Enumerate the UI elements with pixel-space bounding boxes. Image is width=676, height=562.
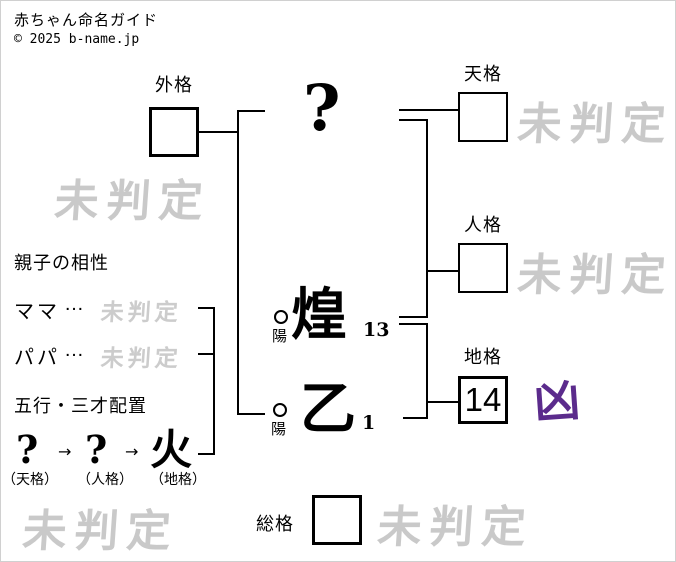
papa-dots: … bbox=[64, 339, 84, 361]
char1-inyo-label: 陽 bbox=[272, 328, 288, 345]
bottom-left-status-watermark: 未判定 bbox=[20, 506, 181, 557]
connector-to-chikaku-box bbox=[426, 401, 460, 403]
jinkaku-value-box bbox=[458, 243, 508, 293]
arrow-right-icon: → bbox=[58, 442, 72, 461]
given-char-1: 煌 bbox=[291, 282, 347, 348]
yang-circle-icon bbox=[273, 403, 287, 417]
connector-outer-to-surname bbox=[237, 110, 265, 112]
tenkaku-value-box bbox=[458, 92, 508, 142]
connector-gaikaku-box bbox=[197, 131, 239, 133]
compatibility-heading: 親子の相性 bbox=[14, 253, 109, 273]
connector-outer-to-char2 bbox=[237, 413, 265, 415]
mama-status: 未判定 bbox=[99, 299, 183, 326]
connector-char1-lower-tick bbox=[399, 323, 428, 325]
bracket-compatibility-vertical bbox=[213, 307, 215, 455]
given-char-2-strokes: 1 bbox=[362, 412, 376, 434]
jinkaku-label: 人格 bbox=[464, 215, 502, 235]
arrow-right-icon: → bbox=[125, 442, 139, 461]
connector-jinkaku-vertical bbox=[426, 119, 428, 318]
tenkaku-status-watermark: 未判定 bbox=[515, 99, 676, 150]
gogyo-paren-jinkaku: （人格） bbox=[77, 471, 133, 487]
gogyo-heading: 五行・三才配置 bbox=[14, 396, 147, 416]
soukaku-value-box bbox=[312, 495, 362, 545]
gaikaku-value-box bbox=[149, 107, 199, 157]
soukaku-label: 総格 bbox=[256, 514, 294, 534]
bracket-gogyo-tick bbox=[198, 453, 215, 455]
gaikaku-status-watermark: 未判定 bbox=[52, 176, 213, 227]
gogyo-element-chi: 火 bbox=[150, 425, 193, 474]
soukaku-status-watermark: 未判定 bbox=[375, 502, 536, 553]
tenkaku-label: 天格 bbox=[464, 64, 502, 84]
yang-circle-icon bbox=[274, 310, 288, 324]
connector-char2-tick bbox=[403, 417, 428, 419]
gogyo-element-jin: ? bbox=[85, 427, 108, 472]
gaikaku-label: 外格 bbox=[155, 75, 193, 95]
papa-status: 未判定 bbox=[99, 345, 183, 372]
chikaku-value-box: 14 bbox=[458, 376, 508, 424]
mama-label: ママ bbox=[14, 301, 60, 323]
bracket-mama-tick bbox=[198, 307, 215, 309]
mama-dots: … bbox=[64, 293, 84, 315]
gogyo-paren-chikaku: （地格） bbox=[150, 471, 206, 487]
copyright-text: © 2025 b-name.jp bbox=[14, 32, 140, 47]
papa-label: パパ bbox=[14, 347, 60, 369]
given-char-2: 乙 bbox=[300, 376, 356, 442]
jinkaku-status-watermark: 未判定 bbox=[515, 250, 676, 301]
connector-surname-to-tenkaku bbox=[399, 109, 460, 111]
chikaku-status-kyo: 凶 bbox=[532, 372, 582, 430]
bracket-papa-tick bbox=[198, 353, 215, 355]
site-title: 赤ちゃん命名ガイド bbox=[14, 12, 159, 29]
connector-surname-down-tick bbox=[399, 119, 428, 121]
gogyo-element-ten: ? bbox=[16, 427, 39, 472]
connector-to-jinkaku-box bbox=[426, 270, 460, 272]
surname-char: ? bbox=[303, 71, 341, 146]
connector-char1-upper-tick bbox=[399, 316, 428, 318]
chikaku-label: 地格 bbox=[464, 347, 502, 367]
char2-inyo-label: 陽 bbox=[271, 421, 287, 438]
gogyo-paren-tenkaku: （天格） bbox=[2, 471, 58, 487]
connector-chikaku-vertical bbox=[426, 323, 428, 419]
given-char-1-strokes: 13 bbox=[363, 319, 390, 341]
connector-outer-vertical bbox=[237, 110, 239, 415]
